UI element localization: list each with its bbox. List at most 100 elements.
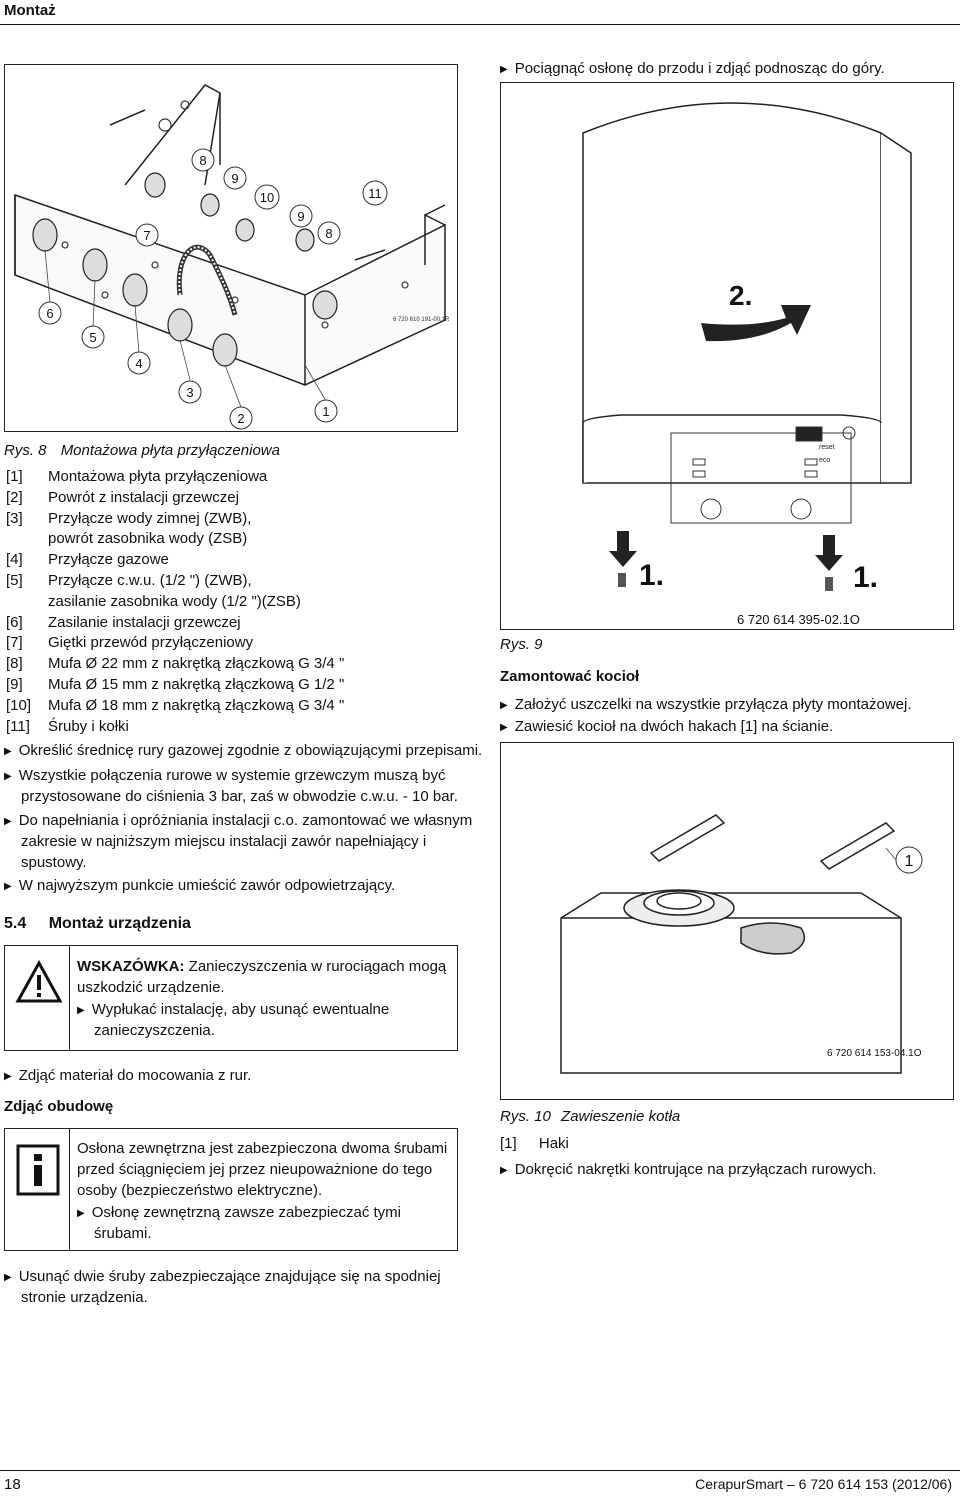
legend-text: zasilanie zasobnika wody (1/2 ")(ZSB) bbox=[48, 592, 301, 610]
warning-label: WSKAZÓWKA: bbox=[77, 958, 185, 975]
step-tighten-nuts: Dokręcić nakrętki kontrujące na przyłącz… bbox=[500, 1159, 877, 1182]
callout-7 bbox=[135, 223, 159, 247]
legend-number: [1] bbox=[500, 1135, 517, 1152]
legend-text: Giętki przewód przyłączeniowy bbox=[48, 634, 254, 652]
callout-label: 4 bbox=[135, 356, 142, 371]
info-step-line1: Osłonę zewnętrzną zawsze zabezpieczać ty… bbox=[77, 1202, 401, 1225]
legend-number: [6] bbox=[6, 613, 23, 631]
callout-label: 11 bbox=[368, 186, 382, 201]
legend-text: Przyłącze c.w.u. (1/2 ") (ZWB), bbox=[48, 572, 252, 589]
legend-number: [2] bbox=[6, 488, 23, 506]
callout-3 bbox=[178, 380, 202, 404]
fig9l2-text: 2. bbox=[729, 280, 752, 311]
footer-rule bbox=[0, 1470, 960, 1471]
step-remove-screws-line2: stronie urządzenia. bbox=[21, 1289, 148, 1306]
legend-number: [3] bbox=[6, 509, 23, 527]
figure-10-number: Rys. 10 bbox=[500, 1108, 551, 1125]
callout-label: 5 bbox=[89, 330, 96, 345]
warning-triangle-icon bbox=[15, 960, 63, 1003]
legend-number: [1] bbox=[6, 468, 23, 485]
callout-8b bbox=[317, 221, 341, 245]
callout-label: 2 bbox=[237, 411, 244, 426]
step-pressure-line2: przystosowane do ciśnienia 3 bar, zaś w … bbox=[21, 788, 458, 805]
step-fill-valve-line1: Do napełniania i opróżniania instalacji … bbox=[4, 810, 473, 833]
info-notice: Osłona zewnętrzna jest zabezpieczona dwo… bbox=[4, 1128, 458, 1251]
figure-10-legend: [1] Haki bbox=[500, 1133, 569, 1154]
info-text-line1: Osłona zewnętrzna jest zabezpieczona dwo… bbox=[77, 1140, 448, 1157]
legend-text: Przyłącze wody zimnej (ZWB), bbox=[48, 509, 252, 527]
callout-label: 8 bbox=[325, 226, 332, 241]
legend-text: Zasilanie instalacji grzewczej bbox=[48, 613, 241, 631]
step-fill-valve-line2: zakresie w najniższym miejscu instalacji… bbox=[21, 833, 427, 850]
warning-text: Zanieczyszczenia w rurociągach mogą bbox=[184, 958, 447, 975]
step-pressure-line1: Wszystkie połączenia rurowe w systemie g… bbox=[4, 765, 446, 788]
callout-4 bbox=[127, 351, 151, 375]
callout-label: 8 bbox=[199, 153, 206, 168]
section-number: 5.4 bbox=[4, 915, 27, 932]
step-air-vent: W najwyższym punkcie umieścić zawór odpo… bbox=[4, 875, 396, 898]
callout-label: 9 bbox=[297, 209, 304, 224]
boiler-hanging-illustration: 1 6 720 614 153-04.1O bbox=[560, 814, 923, 1074]
figure-9-box: reset eco 2. 1. 1. 6 720 614 395-02.1O bbox=[500, 82, 954, 630]
callout-1 bbox=[314, 399, 338, 423]
step-fill-valve-line3: spustowy. bbox=[21, 854, 87, 871]
step-pull-cover: Pociągnąć osłonę do przodu i zdjąć podno… bbox=[500, 58, 885, 81]
info-step-line2: śrubami. bbox=[94, 1225, 152, 1242]
boiler-cover-illustration: reset eco 2. 1. 1. 6 720 614 395-02.1O bbox=[582, 102, 912, 627]
legend-number: [4] bbox=[6, 551, 23, 569]
callout-label: 3 bbox=[186, 385, 193, 400]
callout-9a bbox=[223, 166, 247, 190]
panel1-text: eco bbox=[819, 457, 830, 464]
panel0-text: reset bbox=[819, 444, 835, 451]
callout-label: 7 bbox=[143, 228, 150, 243]
legend-number: [11] bbox=[6, 717, 30, 735]
step-fit-gaskets: Założyć uszczelki na wszystkie przyłącza… bbox=[500, 694, 912, 717]
section-title: Montaż urządzenia bbox=[48, 915, 191, 932]
fig9l1b-text: 1. bbox=[853, 561, 878, 594]
figure-8-title: Montażowa płyta przyłączeniowa bbox=[60, 442, 280, 459]
figure-9-caption: Rys. 9 bbox=[500, 636, 543, 653]
page-section-title: Montaż bbox=[4, 2, 56, 19]
warning-step-line2: zanieczyszczenia. bbox=[94, 1022, 215, 1039]
document-id: CerapurSmart – 6 720 614 153 (2012/06) bbox=[695, 1476, 952, 1492]
fig9l1a-text: 1. bbox=[639, 559, 664, 592]
subheading-mount-boiler: Zamontować kocioł bbox=[500, 668, 640, 685]
callout-10 bbox=[254, 184, 280, 210]
legend-text: Haki bbox=[538, 1135, 569, 1152]
info-text-line2: przed ściągnięciem jej przez nieupoważni… bbox=[77, 1161, 433, 1178]
legend-number: [9] bbox=[6, 676, 23, 693]
callout-8a bbox=[191, 148, 215, 172]
figure-10-box: 1 6 720 614 153-04.1O bbox=[500, 742, 954, 1100]
callout-label: 6 bbox=[46, 306, 53, 321]
warning-step-line1: Wypłukać instalację, aby usunąć ewentual… bbox=[77, 999, 390, 1022]
legend-number: [10] bbox=[6, 696, 32, 714]
fig8code-text: 6 720 610 191-00.1R bbox=[393, 317, 450, 323]
callout-9b bbox=[289, 204, 313, 228]
page-number: 18 bbox=[4, 1476, 21, 1493]
subheading-remove-cover: Zdjąć obudowę bbox=[4, 1098, 114, 1115]
mounting-plate-illustration: 8 9 10 9 11 7 8 6 5 4 3 2 1 6 720 610 19… bbox=[14, 84, 450, 430]
section-heading: 5.4 Montaż urządzenia bbox=[4, 913, 191, 934]
callout-5 bbox=[81, 325, 105, 349]
legend-text: Śruby i kołki bbox=[48, 717, 129, 735]
figure-8-number: Rys. 8 bbox=[4, 442, 47, 459]
figure-8-box: 8 9 10 9 11 7 8 6 5 4 3 2 1 6 720 610 19… bbox=[4, 64, 458, 432]
legend-number: [8] bbox=[6, 655, 23, 673]
figure-8-caption: Rys. 8 Montażowa płyta przyłączeniowa bbox=[4, 440, 280, 461]
warning-notice: WSKAZÓWKA: Zanieczyszczenia w rurociągac… bbox=[4, 945, 458, 1051]
legend-text: Przyłącze gazowe bbox=[48, 551, 169, 569]
fig9code-text: 6 720 614 395-02.1O bbox=[737, 612, 860, 627]
legend-number: [5] bbox=[6, 572, 23, 589]
info-text-line3: osoby (bezpieczeństwo elektryczne). bbox=[77, 1182, 323, 1199]
legend-text: Mufa Ø 15 mm z nakrętką złączkową G 1/2 … bbox=[48, 676, 345, 693]
callout-11 bbox=[362, 180, 388, 206]
step-remove-packaging: Zdjąć materiał do mocowania z rur. bbox=[4, 1065, 252, 1088]
info-icon bbox=[16, 1144, 60, 1196]
figure-10-title: Zawieszenie kotła bbox=[561, 1108, 681, 1125]
callout-label: 10 bbox=[260, 190, 274, 205]
step-hang-boiler: Zawiesić kocioł na dwóch hakach [1] na ś… bbox=[500, 716, 834, 739]
figure-10-caption: Rys. 10 Zawieszenie kotła bbox=[500, 1106, 680, 1127]
callout-label: 9 bbox=[231, 171, 238, 186]
legend-text: Mufa Ø 22 mm z nakrętką złączkową G 3/4 … bbox=[48, 655, 345, 673]
legend-text: Powrót z instalacji grzewczej bbox=[48, 488, 239, 506]
